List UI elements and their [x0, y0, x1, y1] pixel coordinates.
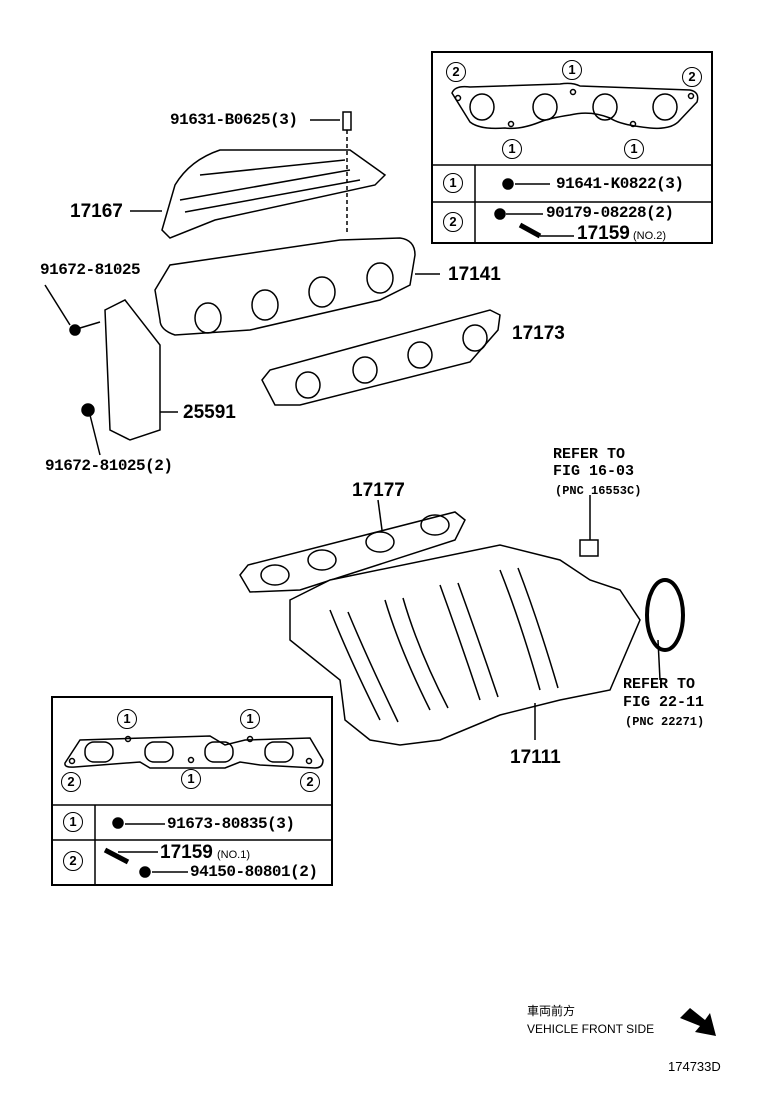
row-key-2: 2 — [63, 851, 83, 871]
figure-id: 174733D — [668, 1059, 721, 1074]
refer-1-line2[interactable]: FIG 16-03 — [553, 463, 635, 480]
bracket-25591 — [104, 299, 178, 441]
exhaust-gasket-detail-box — [431, 51, 713, 244]
callout-17177: 17177 — [352, 480, 405, 501]
callout-bolt-91631: 91631-B0625(3) — [170, 111, 298, 129]
connector — [579, 539, 599, 557]
marker-2: 2 — [300, 772, 320, 792]
refer-2-line1: REFER TO — [623, 676, 696, 693]
refer-1-line3: (PNC 16553C) — [555, 484, 642, 498]
part-90179: 90179-08228(2) — [546, 204, 674, 222]
refer-2-line2[interactable]: FIG 22-11 — [623, 694, 705, 711]
exhaust-manifold-17141 — [154, 237, 440, 336]
part-17159-no1: 17159 — [160, 842, 213, 863]
row-key-2: 2 — [443, 212, 463, 232]
marker-1: 1 — [502, 139, 522, 159]
callout-bolt-91672-2: 91672-81025(2) — [45, 457, 173, 475]
part-94150: 94150-80801(2) — [190, 863, 318, 881]
part-91641: 91641-K0822(3) — [556, 175, 684, 193]
callout-17167: 17167 — [70, 201, 123, 222]
exhaust-gasket-17173 — [261, 309, 501, 406]
front-direction-arrow-icon — [680, 1008, 716, 1036]
marker-1: 1 — [117, 709, 137, 729]
heat-insulator-17167 — [130, 149, 387, 239]
callout-25591: 25591 — [183, 402, 236, 423]
gasket-outline — [64, 735, 324, 769]
part-17159-suffix: (NO.1) — [217, 849, 250, 861]
part-17159-no2: 17159 — [577, 223, 630, 244]
marker-2: 2 — [682, 67, 702, 87]
row-key-1: 1 — [63, 812, 83, 832]
row-key-1: 1 — [443, 173, 463, 193]
refer-2-line3: (PNC 22271) — [625, 715, 705, 729]
orientation-jp: 車両前方 — [527, 1004, 576, 1018]
intake-gasket-17177 — [239, 499, 466, 593]
intake-manifold-17111 — [289, 544, 685, 746]
marker-2: 2 — [61, 772, 81, 792]
marker-1: 1 — [562, 60, 582, 80]
callout-17141: 17141 — [448, 264, 501, 285]
orientation-en: VEHICLE FRONT SIDE — [527, 1022, 655, 1036]
intake-gasket-detail-box — [51, 696, 333, 886]
callout-17111: 17111 — [510, 747, 561, 768]
part-17159-suffix: (NO.2) — [633, 230, 666, 242]
marker-1: 1 — [181, 769, 201, 789]
marker-1: 1 — [240, 709, 260, 729]
bolt-icon — [342, 111, 352, 131]
marker-1: 1 — [624, 139, 644, 159]
refer-1-line1: REFER TO — [553, 446, 626, 463]
callout-bolt-91672: 91672-81025 — [40, 261, 141, 279]
marker-2: 2 — [446, 62, 466, 82]
callout-17173: 17173 — [512, 323, 565, 344]
part-91673: 91673-80835(3) — [167, 815, 295, 833]
